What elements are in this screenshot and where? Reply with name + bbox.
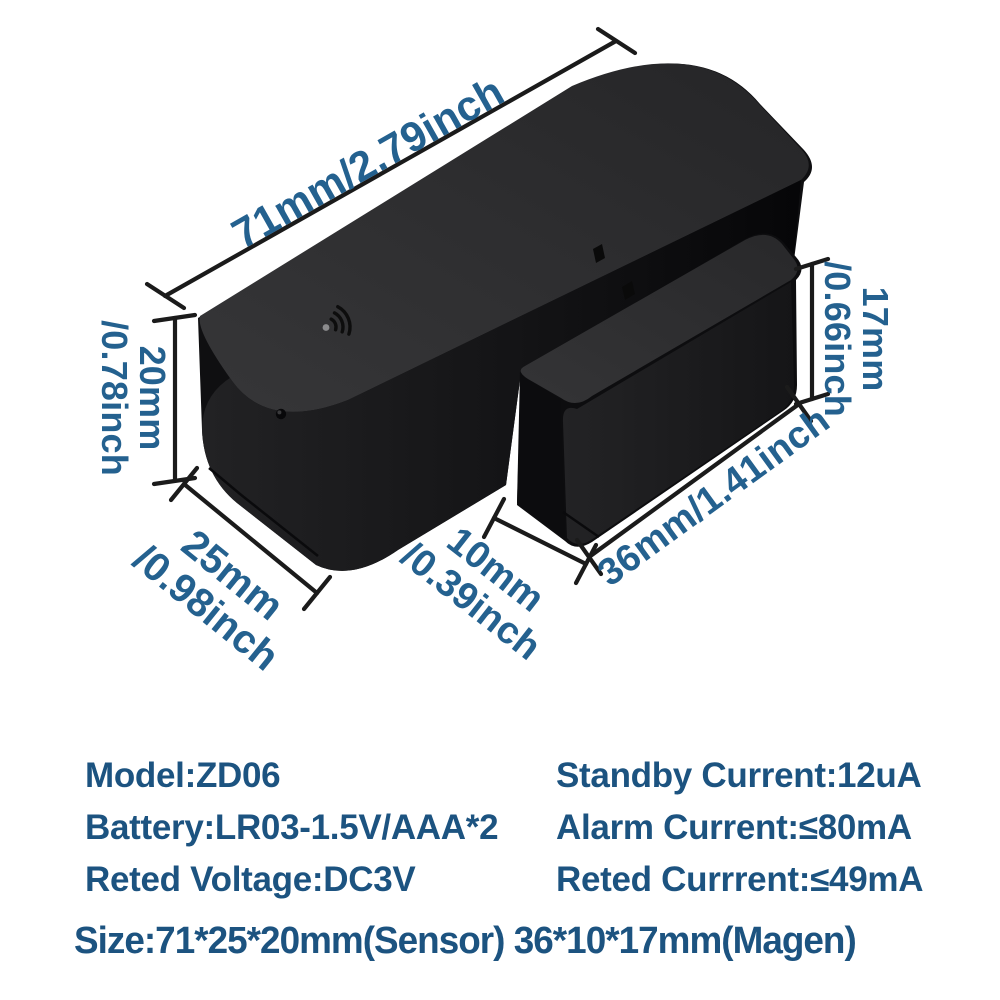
spec-size: Size:71*25*20mm(Sensor) 36*10*17mm(Magen… <box>74 920 857 962</box>
dimension-label-line: 17mm <box>855 286 897 392</box>
spec-alarm-current: Alarm Current:≤80mA <box>556 808 912 847</box>
spec-rated-voltage: Reted Voltage:DC3V <box>85 860 416 899</box>
sensor-body <box>198 63 812 571</box>
dimension-line-gap <box>481 496 599 586</box>
magnet-left-face <box>517 372 565 538</box>
spec-rated-current: Reted Currrent:≤49mA <box>556 860 924 899</box>
dimension-label-line: 20mm <box>132 345 174 451</box>
magnet-front-face <box>562 282 794 545</box>
dimension-label-magnet-height: 17mm /0.66inch <box>817 261 897 417</box>
dimension-label-sensor-height: 20mm /0.78inch <box>94 320 174 476</box>
sensor-front-face <box>202 180 801 571</box>
spec-standby-current: Standby Current:12uA <box>556 756 922 795</box>
dimension-line-sensor-length <box>144 26 638 311</box>
magnet-alignment-tab <box>622 281 635 300</box>
spec-model: Model:ZD06 <box>85 756 281 795</box>
led-indicator <box>275 408 287 420</box>
spec-battery: Battery:LR03-1.5V/AAA*2 <box>85 808 499 847</box>
led-indicator-highlight <box>277 410 282 415</box>
dimension-label-line: /0.66inch <box>817 261 858 417</box>
magnet-top-face <box>520 234 798 404</box>
sensor-top-face <box>199 63 809 412</box>
sensor-base-seam <box>208 467 319 557</box>
wifi-icon-dot <box>322 324 330 331</box>
dimension-line-magnet-height <box>793 256 831 407</box>
magnet-body <box>517 233 802 547</box>
sensor-alignment-tab <box>593 244 605 263</box>
dimension-line-sensor-depth <box>168 465 333 612</box>
wifi-icon <box>329 305 352 336</box>
magnet-base-seam <box>562 510 600 539</box>
dimension-lines <box>144 26 831 612</box>
dimension-label-line: /0.78inch <box>94 320 135 476</box>
